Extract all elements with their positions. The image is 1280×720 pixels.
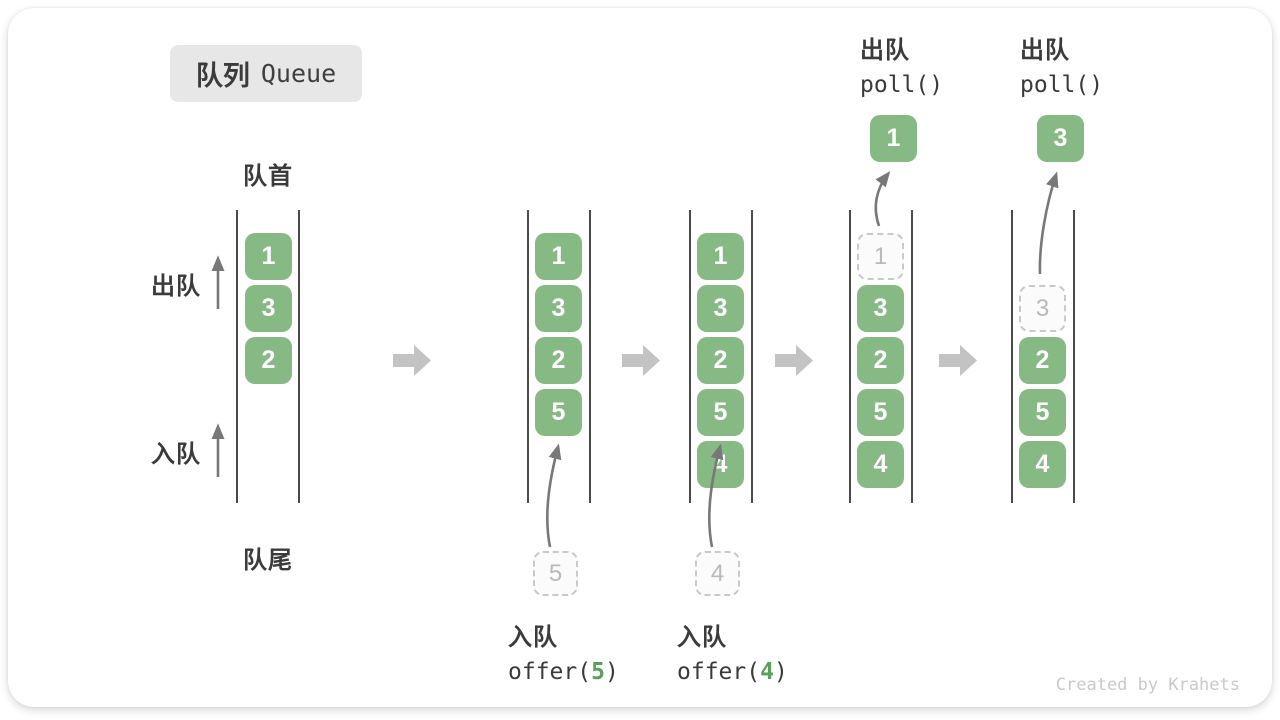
label-queue-rear: 队尾 <box>243 547 293 574</box>
channel-line <box>589 210 591 503</box>
op-poll-1-code: poll() <box>860 72 944 98</box>
channel-line <box>911 210 913 503</box>
title-zh: 队列 <box>195 61 250 91</box>
ejected-element: 1 <box>870 115 917 162</box>
title-badge: 队列 Queue <box>170 45 362 102</box>
op-label-offer-5: 入队 offer(5) <box>508 617 619 685</box>
title-en: Queue <box>260 59 337 88</box>
channel-line <box>298 210 300 503</box>
op-offer-4-code: offer(4) <box>677 659 788 685</box>
channel-line <box>1011 210 1013 503</box>
channel-line <box>236 210 238 503</box>
queue-element: 1 <box>697 233 744 280</box>
queue-element: 5 <box>1019 389 1066 436</box>
op-poll-2-zh: 出队 <box>1020 37 1070 64</box>
op-label-poll-1: 出队 poll() <box>860 30 943 98</box>
watermark-credit: Created by Krahets <box>1055 675 1240 695</box>
queue-element: 4 <box>857 441 904 488</box>
queue-element: 1 <box>245 233 292 280</box>
label-enqueue-direction: 入队 <box>151 441 201 468</box>
removed-element-slot: 3 <box>1019 285 1066 332</box>
queue-element: 4 <box>1019 441 1066 488</box>
op-poll-1-zh: 出队 <box>860 37 910 64</box>
queue-element: 3 <box>245 285 292 332</box>
op-poll-2-code: poll() <box>1020 72 1104 98</box>
staged-element: 4 <box>695 551 740 596</box>
op-label-poll-2: 出队 poll() <box>1020 30 1103 98</box>
channel-line <box>527 210 529 503</box>
queue-element: 2 <box>857 337 904 384</box>
label-dequeue-direction: 出队 <box>151 273 201 300</box>
queue-element: 3 <box>857 285 904 332</box>
diagram-card <box>8 8 1272 707</box>
label-queue-front: 队首 <box>243 163 293 190</box>
queue-element: 2 <box>697 337 744 384</box>
channel-line <box>751 210 753 503</box>
queue-element: 3 <box>697 285 744 332</box>
op-label-offer-4: 入队 offer(4) <box>677 617 788 685</box>
op-offer-4-zh: 入队 <box>677 624 727 651</box>
queue-element: 1 <box>535 233 582 280</box>
queue-element: 5 <box>857 389 904 436</box>
ejected-element: 3 <box>1037 115 1084 162</box>
queue-element: 2 <box>535 337 582 384</box>
staged-element: 5 <box>533 551 578 596</box>
queue-element: 3 <box>535 285 582 332</box>
queue-element: 5 <box>535 389 582 436</box>
op-offer-5-zh: 入队 <box>508 624 558 651</box>
channel-line <box>689 210 691 503</box>
queue-element: 4 <box>697 441 744 488</box>
op-offer-5-code: offer(5) <box>508 659 619 685</box>
queue-element: 2 <box>1019 337 1066 384</box>
queue-element: 5 <box>697 389 744 436</box>
channel-line <box>849 210 851 503</box>
queue-element: 2 <box>245 337 292 384</box>
removed-element-slot: 1 <box>857 233 904 280</box>
channel-line <box>1073 210 1075 503</box>
